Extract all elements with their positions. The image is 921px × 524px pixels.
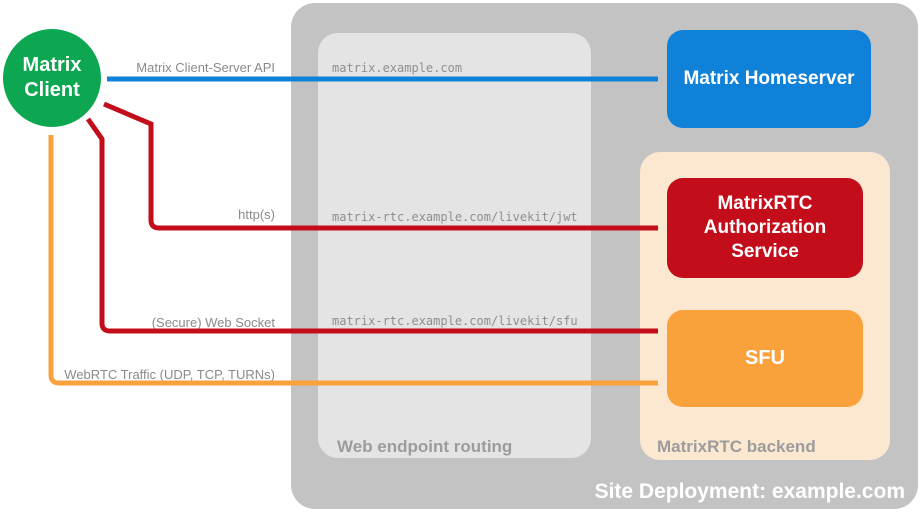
web-endpoint-routing-box [318,33,591,458]
webrtc-traffic-label: WebRTC Traffic (UDP, TCP, TURNs) [64,367,275,382]
web-endpoint-routing-caption: Web endpoint routing [337,437,513,456]
client-server-api-label: Matrix Client-Server API [136,60,275,75]
livekit-jwt-url: matrix-rtc.example.com/livekit/jwt [332,210,578,224]
livekit-sfu-url: matrix-rtc.example.com/livekit/sfu [332,314,578,328]
matrixrtc-backend-caption: MatrixRTC backend [657,437,816,456]
homeserver-url: matrix.example.com [332,61,463,75]
websocket-label: (Secure) Web Socket [151,315,275,330]
site-deployment-caption: Site Deployment: example.com [594,480,905,503]
matrix-homeserver-node: Matrix Homeserver [667,30,871,128]
sfu-node: SFU [667,310,863,407]
matrixrtc-authorization-service-node: MatrixRTC Authorization Service [667,178,863,278]
matrix-client-node: Matrix Client [3,29,101,127]
https-label: http(s) [238,207,275,222]
